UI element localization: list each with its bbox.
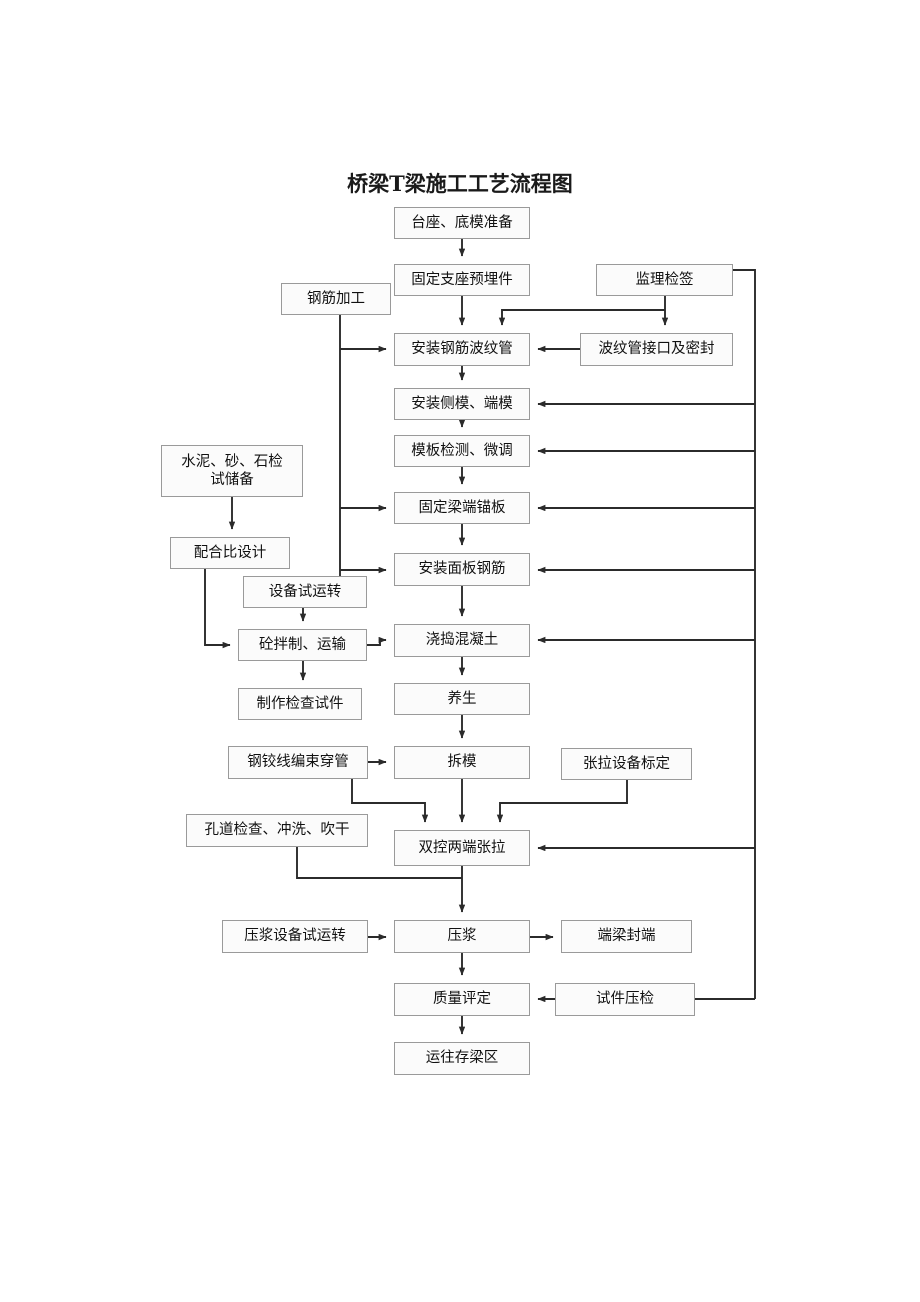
- edge-n4-n5: [498, 309, 665, 326]
- flow-node-n8: 模板检测、微调: [394, 435, 530, 467]
- flow-node-n10: 固定梁端锚板: [394, 492, 530, 524]
- flow-node-n25: 端梁封端: [561, 920, 692, 953]
- page-title: 桥梁T梁施工工艺流程图: [347, 171, 573, 196]
- flow-node-n16: 制作检查试件: [238, 688, 362, 720]
- flow-node-n3: 钢筋加工: [281, 283, 391, 315]
- edge-n11-n14: [204, 569, 231, 649]
- flow-node-n19: 拆模: [394, 746, 530, 779]
- flow-node-n18: 钢铰线编束穿管: [228, 746, 368, 779]
- flow-node-n17: 养生: [394, 683, 530, 715]
- edge-n14-n15: [367, 636, 387, 646]
- flow-node-n24: 压浆: [394, 920, 530, 953]
- right-bus: [733, 269, 756, 999]
- flow-node-n4: 监理检签: [596, 264, 733, 296]
- flow-node-n26: 质量评定: [394, 983, 530, 1016]
- flow-node-n6: 波纹管接口及密封: [580, 333, 733, 366]
- flow-node-n21: 孔道检查、冲洗、吹干: [186, 814, 368, 847]
- flow-node-n9: 水泥、砂、石检 试储备: [161, 445, 303, 497]
- flow-node-n23: 压浆设备试运转: [222, 920, 368, 953]
- flow-node-n22: 双控两端张拉: [394, 830, 530, 866]
- edge-n18-n22: [351, 779, 429, 823]
- edge-n21-n22: [296, 847, 462, 879]
- flow-node-n5: 安装钢筋波纹管: [394, 333, 530, 366]
- flow-node-n2: 固定支座预埋件: [394, 264, 530, 296]
- flow-node-n11: 配合比设计: [170, 537, 290, 569]
- flow-node-n20: 张拉设备标定: [561, 748, 692, 780]
- flow-node-n28: 运往存梁区: [394, 1042, 530, 1075]
- flow-node-n15: 浇捣混凝土: [394, 624, 530, 657]
- edge-n20-n22: [496, 780, 628, 823]
- flow-node-n7: 安装侧模、端模: [394, 388, 530, 420]
- flow-node-n14: 砼拌制、运输: [238, 629, 367, 661]
- flow-node-n27: 试件压检: [555, 983, 695, 1016]
- flow-node-n12: 安装面板钢筋: [394, 553, 530, 586]
- flow-node-n13: 设备试运转: [243, 576, 367, 608]
- flow-node-n1: 台座、底模准备: [394, 207, 530, 239]
